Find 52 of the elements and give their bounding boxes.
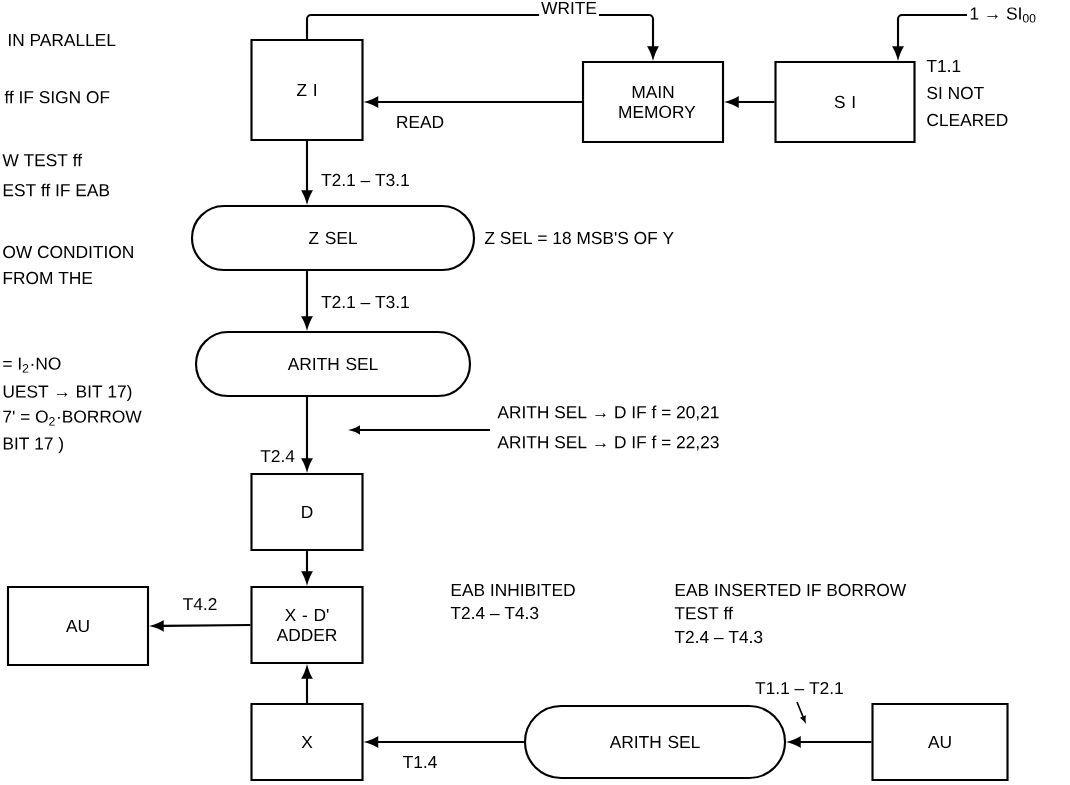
annotation: T1.1 [926, 60, 961, 72]
edge-label: WRITE [539, 0, 599, 16]
note-text: ff IF SIGN OF [4, 90, 110, 104]
arrow [366, 736, 524, 748]
arrow [301, 397, 313, 470]
arrow [301, 141, 313, 202]
note-text: FROM THE [3, 271, 93, 285]
process-box: Z I [250, 38, 364, 142]
edge-label: T1.4 [400, 754, 440, 770]
edge-label: READ [393, 114, 447, 130]
note-text: EAB INSERTED IF BORROW [675, 583, 907, 597]
process-box: X - D' ADDER [250, 585, 364, 665]
edge-label: T2.1 – T3.1 [319, 293, 412, 311]
edge-label: T4.2 [180, 595, 220, 613]
arrow [301, 271, 313, 328]
edge-label: T2.4 [258, 447, 297, 465]
selector-stadium: Z SEL [190, 204, 476, 272]
process-box: AU [6, 585, 150, 667]
note-text: UEST → BIT 17) [3, 384, 132, 402]
arrow [301, 667, 313, 703]
note-text: T2.4 – T4.3 [450, 606, 539, 620]
arrow [366, 96, 582, 108]
note-text: BIT 17 ) [3, 436, 63, 454]
arrow [789, 736, 872, 748]
process-box: MAIN MEMORY [581, 60, 725, 144]
arrow [892, 13, 968, 58]
note-text: ARITH SEL → D IF f = 20,21 [497, 405, 719, 421]
note-text: T2.4 – T4.3 [674, 630, 763, 644]
selector-stadium: ARITH SEL [194, 330, 472, 398]
edge-label: T2.1 – T3.1 [319, 171, 412, 189]
note-text: EST ff IF EAB [3, 183, 110, 197]
annotation: SI NOT [927, 86, 984, 100]
process-box: S I [774, 60, 916, 144]
signal-text: 1 → SI$_{00}$ [970, 7, 1036, 23]
note-text: ARITH SEL → D IF f = 22,23 [497, 435, 719, 451]
note-text: 7' = O$_{2}$·BORROW [3, 410, 142, 426]
note-text: IN PARALLEL [9, 34, 116, 46]
annotation: Z SEL = 18 MSB'S OF Y [484, 231, 674, 245]
arrow [301, 551, 313, 583]
process-box: D [250, 472, 364, 552]
note-text: = I$_{2}$·NO [3, 357, 61, 373]
note-text: EAB INHIBITED [451, 584, 575, 596]
note-text: W TEST ff [2, 153, 83, 167]
process-box: X [250, 702, 364, 782]
selector-stadium: ARITH SEL [523, 704, 787, 780]
annotation: CLEARED [927, 113, 1008, 127]
arrow [727, 96, 775, 108]
note-text: TEST ff [674, 606, 733, 620]
process-box: AU [871, 702, 1009, 782]
arrow [152, 620, 251, 631]
note-text: OW CONDITION [3, 245, 133, 259]
edge-label: T1.1 – T2.1 [753, 679, 846, 697]
